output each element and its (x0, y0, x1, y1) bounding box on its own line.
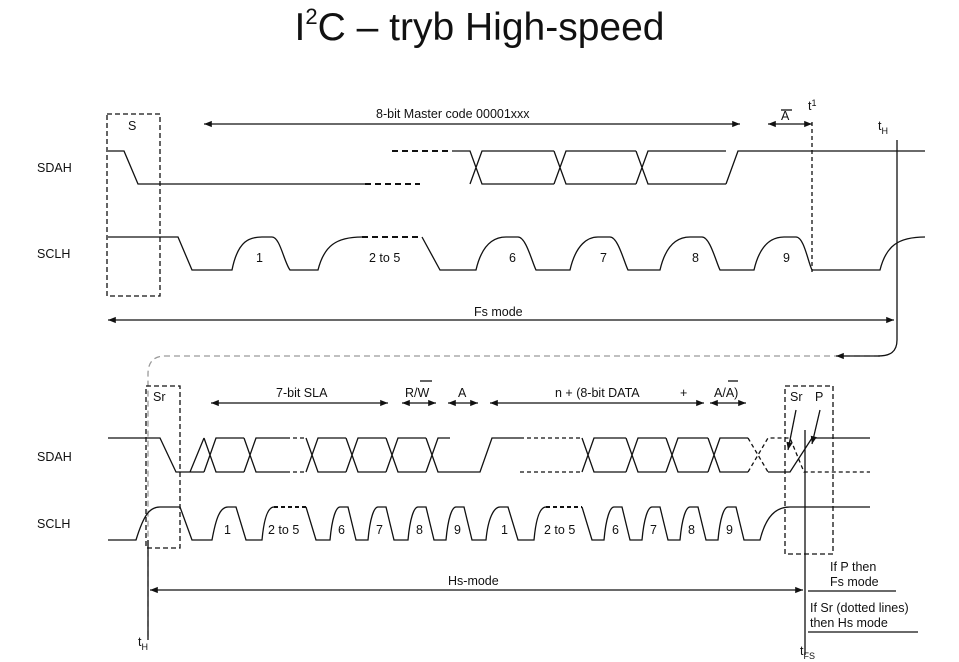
pulse-label: 8 (692, 251, 699, 265)
sr-label: Sr (153, 390, 166, 404)
pulse-label: 2 to 5 (544, 523, 575, 537)
th-top-line (877, 140, 898, 357)
pulse-label: 7 (376, 523, 383, 537)
return-dashed-line (147, 355, 880, 640)
pulse-label: 9 (783, 251, 790, 265)
pulse-label: 8 (688, 523, 695, 537)
sclh-top-start (108, 236, 363, 271)
sclh-bottom-a (108, 506, 275, 541)
pulse-label: 6 (612, 523, 619, 537)
pulse-label: 1 (224, 523, 231, 537)
note-sr-line2: then Hs mode (810, 616, 888, 630)
pulse-label: 6 (509, 251, 516, 265)
s-label: S (128, 119, 136, 133)
th-bottom-label: tH (138, 635, 148, 652)
rw-label: R/W (405, 386, 430, 400)
bottom-section (108, 380, 918, 655)
hs-mode-label: Hs-mode (448, 574, 499, 588)
fs-mode-label: Fs mode (474, 305, 523, 319)
t1-label: t1 (808, 98, 817, 113)
sclh-bottom-c (581, 506, 870, 541)
title-post: C – tryb High-speed (317, 6, 665, 49)
bottom-labels: SDAH SCLH Sr 7-bit SLA R/W A n + (8-bit … (37, 386, 909, 661)
sdah-bottom-a (108, 437, 286, 473)
top-sclh-label: SCLH (37, 247, 70, 261)
sdah-bottom-c (581, 437, 748, 473)
pulse-label: 6 (338, 523, 345, 537)
sclh-bottom-b (305, 506, 547, 541)
note-sr-line1: If Sr (dotted lines) (810, 601, 909, 615)
sdah-bottom-b (305, 437, 520, 473)
pulse-label: 7 (600, 251, 607, 265)
title-superscript: 2 (305, 4, 318, 29)
sdah-bottom-p (768, 437, 870, 473)
pulse-label: 1 (501, 523, 508, 537)
th-top-label: tH (878, 119, 888, 136)
a-label: A (458, 386, 467, 400)
start-condition-box (106, 113, 161, 297)
sdah-top-start (108, 150, 365, 185)
sr-p-box (784, 385, 834, 555)
page-title: I2C – tryb High-speed (0, 4, 959, 50)
top-sdah-label: SDAH (37, 161, 72, 175)
note-p-line2: Fs mode (830, 575, 879, 589)
sclh-top-pulses (421, 236, 926, 271)
p-label: P (815, 390, 823, 404)
note-p-line1: If P then (830, 560, 876, 574)
pulse-label: 7 (650, 523, 657, 537)
sr-pointer (786, 409, 797, 451)
sla-label: 7-bit SLA (276, 386, 328, 400)
pulse-label: 9 (726, 523, 733, 537)
ack-label: A (781, 109, 790, 123)
pulse-label: 2 to 5 (369, 251, 400, 265)
sdah-bottom-sr-dotted (747, 437, 870, 473)
master-code-label: 8-bit Master code 00001xxx (376, 107, 530, 121)
bottom-sdah-label: SDAH (37, 450, 72, 464)
pulse-label: 9 (454, 523, 461, 537)
aa-label: A/A) (714, 386, 738, 400)
data-label: n + (8-bit DATA (555, 386, 640, 400)
tfs-label: tFS (800, 644, 815, 661)
bottom-sclh-label: SCLH (37, 517, 70, 531)
pulse-label: 8 (416, 523, 423, 537)
pulse-label: 2 to 5 (268, 523, 299, 537)
top-section (106, 109, 926, 640)
top-labels: SDAH SCLH S 8-bit Master code 00001xxx A… (37, 98, 888, 319)
sdah-top-data (452, 150, 925, 185)
sr-end-label: Sr (790, 390, 803, 404)
plus-label: + (680, 386, 687, 400)
pulse-label: 1 (256, 251, 263, 265)
title-pre: I (294, 6, 306, 49)
sr-box (145, 385, 181, 549)
p-pointer (810, 409, 821, 445)
